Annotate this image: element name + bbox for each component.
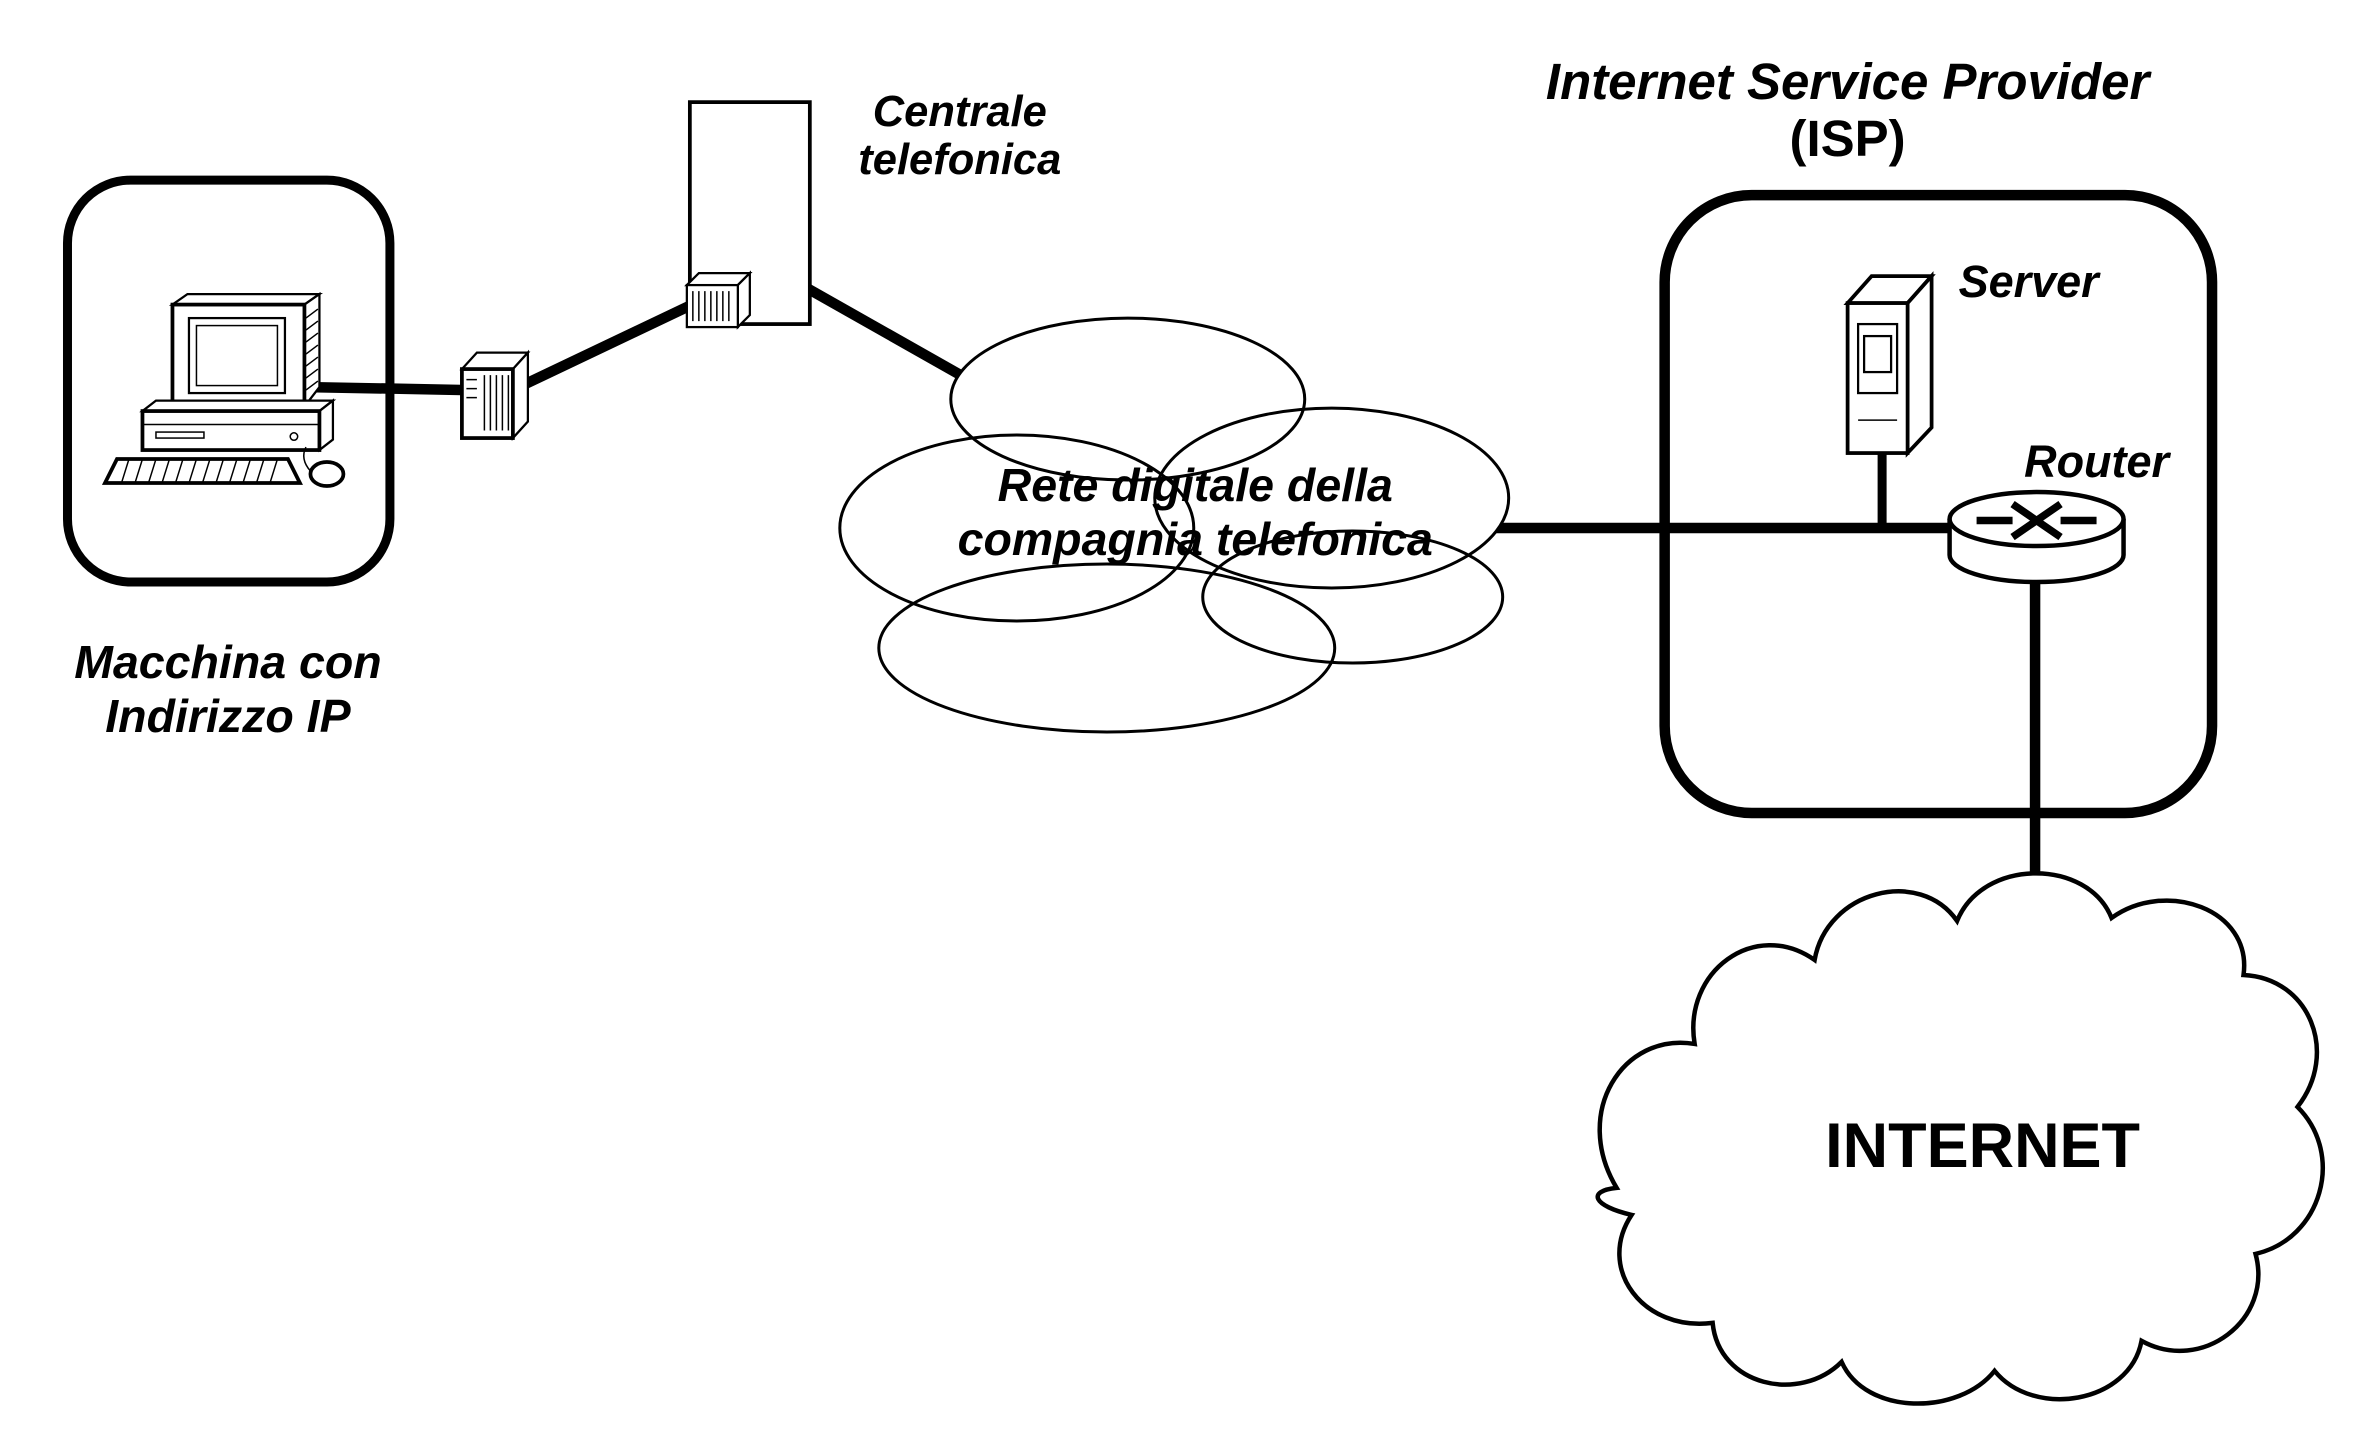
modem-front	[460, 367, 515, 440]
modem-front-lines	[466, 378, 477, 399]
monitor-side-hatch	[305, 308, 319, 391]
machine-label-line1: Macchina con	[74, 636, 381, 688]
computer-icon	[101, 291, 346, 488]
router-label: Router	[2024, 436, 2171, 487]
mouse	[308, 460, 346, 488]
phone-cloud-ellipse	[1201, 529, 1505, 665]
system-unit-front	[140, 409, 322, 452]
phone-cloud-ellipse-fill	[878, 564, 1335, 732]
phone-cloud-ellipse	[838, 433, 1196, 623]
centrale-building	[684, 100, 812, 330]
link-modem-centrale	[516, 292, 711, 392]
monitor-screen	[187, 316, 287, 395]
link-computer-modem	[308, 381, 468, 396]
router-crossover-symbol	[1976, 500, 2097, 541]
modem-vents	[483, 375, 510, 431]
centrale-equipment-front	[685, 283, 739, 329]
mouse-cable	[303, 446, 312, 472]
server-label: Server	[1959, 256, 2102, 307]
modem-side-face	[511, 349, 530, 441]
centrale-label-line1: Centrale	[873, 88, 1047, 136]
internet-cloud-shape	[1595, 871, 2325, 1406]
centrale-label-line2: telefonica	[858, 136, 1061, 184]
internet-cloud	[1595, 871, 2325, 1406]
server-side-face	[1905, 271, 1934, 458]
monitor-screen-inner	[195, 324, 279, 387]
router-icon	[1947, 489, 2126, 585]
server-drive-bay	[1862, 334, 1893, 374]
phone-network-label-line1: Rete digitale della	[998, 459, 1393, 511]
phone-network-cloud	[838, 316, 1511, 734]
isp-title-line2: (ISP)	[1790, 110, 1906, 167]
floppy-slot	[155, 431, 205, 439]
internet-label: INTERNET	[1825, 1111, 2140, 1181]
keyboard-keys-hatch	[120, 458, 279, 484]
centrale-equipment-vents	[692, 291, 730, 322]
machine-label-line2: Indirizzo IP	[105, 690, 351, 742]
modem-icon	[459, 349, 531, 441]
phone-cloud-ellipse	[1153, 406, 1511, 590]
machine-boundary-box	[62, 175, 395, 587]
isp-boundary-box	[1659, 189, 2218, 819]
phone-cloud-ellipse	[949, 316, 1307, 482]
phone-cloud-ellipse	[877, 562, 1337, 734]
phone-cloud-fills	[839, 318, 1509, 732]
server-icon	[1843, 271, 1936, 458]
phone-cloud-outlines	[838, 316, 1511, 734]
power-button	[289, 432, 299, 442]
phone-network-label-line2: compagnia telefonica	[958, 513, 1433, 565]
isp-title-line1: Internet Service Provider	[1546, 53, 2153, 110]
